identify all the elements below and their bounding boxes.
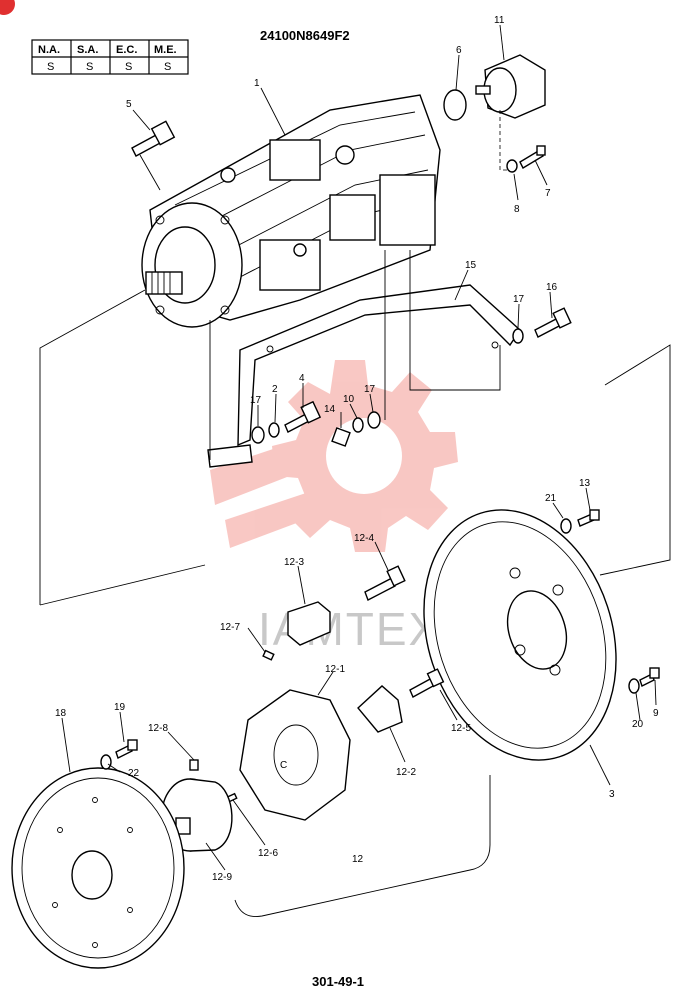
table-value-ec: S: [125, 61, 132, 73]
bolt-4: [284, 400, 322, 433]
callout-12: 12: [352, 854, 364, 865]
callout-4: 4: [299, 373, 305, 384]
callout-22: 22: [128, 768, 140, 779]
nut-14: [331, 427, 351, 447]
callout-14: 14: [324, 404, 336, 415]
washer-17b: [251, 426, 265, 444]
coupling-12-3: [287, 601, 331, 646]
bolt-7: [519, 145, 546, 169]
washer-21: [560, 518, 572, 534]
coupling-12-2: [357, 685, 403, 733]
callout-6: 6: [456, 45, 462, 56]
svg-text:C: C: [280, 760, 287, 771]
callout-12-1: 12-1: [325, 664, 345, 675]
callout-17-b: 17: [250, 395, 262, 406]
table-header-me: M.E.: [154, 44, 177, 56]
bolt-16: [534, 307, 572, 338]
washer-10: [352, 417, 364, 433]
table-value-sa: S: [86, 61, 93, 73]
washer-17c: [367, 411, 381, 429]
callout-12-6: 12-6: [258, 848, 278, 859]
callout-12-5: 12-5: [451, 723, 471, 734]
corner-mark: [0, 0, 15, 15]
callout-12-3: 12-3: [284, 557, 304, 568]
callout-12-8: 12-8: [148, 723, 168, 734]
callout-7: 7: [545, 188, 551, 199]
leader-lines: [61, 24, 657, 871]
callout-17-a: 17: [513, 294, 525, 305]
bolt-13: [577, 509, 600, 527]
washer-22: [100, 754, 112, 770]
gear-pump-11: [475, 54, 546, 119]
callout-18: 18: [55, 708, 67, 719]
callout-11: 11: [494, 15, 505, 26]
callout-9: 9: [653, 708, 659, 719]
callout-12-2: 12-2: [396, 767, 416, 778]
callout-5: 5: [126, 99, 132, 110]
bolt-9: [639, 667, 660, 687]
watermark-text: IAMTEX: [258, 603, 441, 655]
callout-8: 8: [514, 204, 520, 215]
callout-3: 3: [609, 789, 615, 800]
table-header-sa: S.A.: [77, 44, 98, 56]
callout-10: 10: [343, 394, 355, 405]
callout-20: 20: [632, 719, 644, 730]
o-ring-6: [443, 89, 467, 121]
bolt-12-4: [364, 565, 406, 601]
callout-labels: 1 2 3 4 5 6 7 8 9 10 11 12 12-1 12-2 12-…: [55, 15, 659, 883]
callout-12-9: 12-9: [212, 872, 232, 883]
table-value-me: S: [164, 61, 171, 73]
coupling-12-1: C: [239, 689, 351, 821]
table-header-ec: E.C.: [116, 44, 137, 56]
callout-19: 19: [114, 702, 126, 713]
callout-12-4: 12-4: [354, 533, 374, 544]
table-value-na: S: [47, 61, 54, 73]
callout-16: 16: [546, 282, 558, 293]
bolt-12-5: [409, 668, 445, 698]
flywheel-18: [11, 767, 185, 969]
page-number: 301-49-1: [312, 974, 364, 989]
callout-13: 13: [579, 478, 591, 489]
bolt-5: [131, 120, 176, 157]
callout-17-c: 17: [364, 384, 376, 395]
washer-2: [268, 422, 280, 438]
callout-12-7: 12-7: [220, 622, 240, 633]
set-screw-12-8: [189, 759, 199, 771]
drawing-number: 24100N8649F2: [260, 28, 350, 43]
applicability-table: N.A. S.A. E.C. M.E. S S S S: [31, 39, 189, 75]
callout-1: 1: [254, 78, 260, 89]
callout-21: 21: [545, 493, 557, 504]
table-header-na: N.A.: [38, 44, 60, 56]
bolt-19: [115, 739, 138, 759]
bracket-15: [207, 284, 521, 468]
pin-12-7: [262, 649, 275, 661]
callout-15: 15: [465, 260, 477, 271]
washer-20: [628, 678, 640, 694]
main-pump-assembly: [141, 94, 441, 328]
washer-17a: [512, 328, 524, 344]
callout-2: 2: [272, 384, 278, 395]
washer-8: [506, 159, 518, 173]
housing-plate-3: [423, 509, 617, 761]
